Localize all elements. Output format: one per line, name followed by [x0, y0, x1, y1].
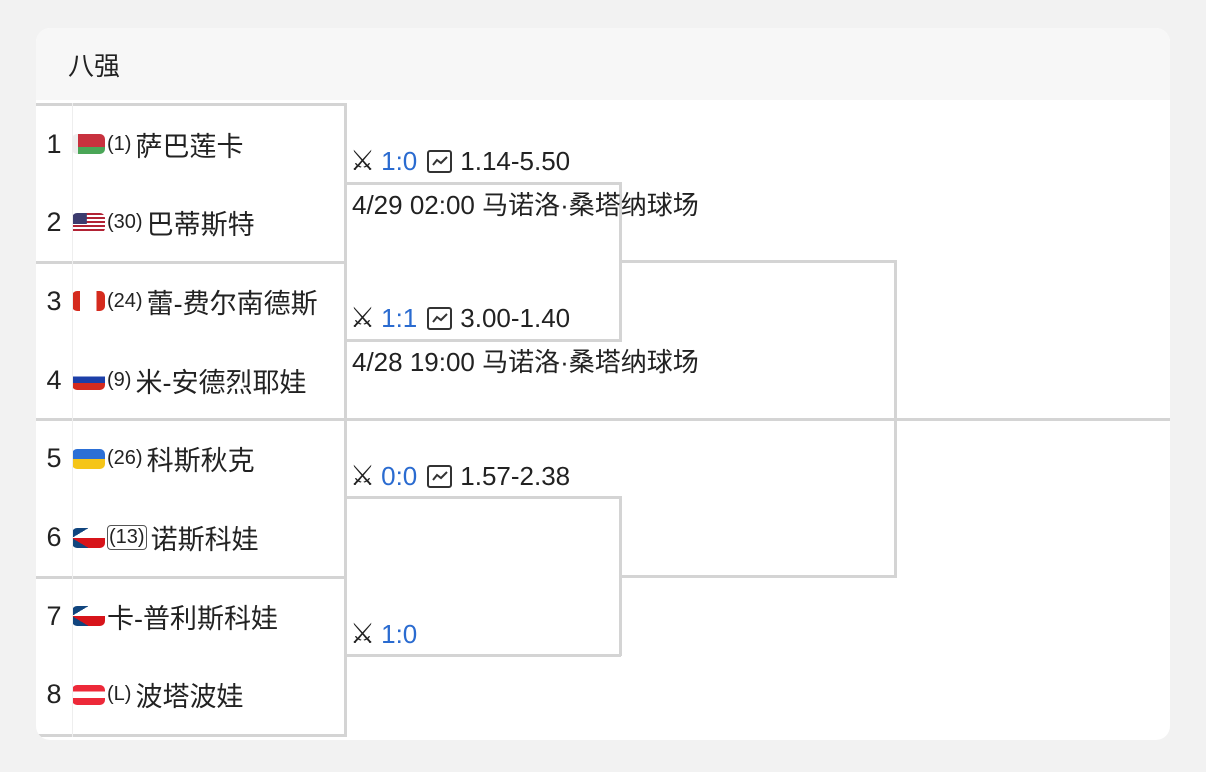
player-row[interactable]: 6 (13) 诺斯科娃 [36, 499, 346, 577]
match-odds: 1.14-5.50 [460, 145, 571, 176]
player-name: 巴蒂斯特 [146, 210, 255, 241]
player-name: 波塔波娃 [135, 682, 244, 713]
player-seed: (9) [107, 368, 132, 391]
flag-icon [72, 448, 105, 469]
flag-icon [72, 212, 105, 233]
crossed-swords-icon: ⚔ [350, 302, 376, 333]
h2h-record[interactable]: 0:0 [381, 460, 418, 491]
player-seed: (1) [107, 132, 132, 155]
match-stats[interactable]: ⚔ 1:0 [350, 618, 427, 650]
player-name: 诺斯科娃 [150, 525, 259, 555]
player-row[interactable]: 8 (L) 波塔波娃 [36, 656, 346, 734]
player-name: 萨巴莲卡 [135, 131, 244, 162]
crossed-swords-icon: ⚔ [350, 145, 376, 176]
h2h-record[interactable]: 1:0 [381, 145, 418, 176]
flag-icon [72, 370, 105, 391]
chart-icon[interactable] [427, 306, 453, 330]
player-number: 4 [46, 364, 62, 395]
player-seed: (L) [107, 683, 132, 706]
match-info: 4/28 19:00 马诺洛·桑塔纳球场 [352, 347, 699, 377]
player-name: 蕾-费尔南德斯 [146, 288, 318, 319]
h2h-record[interactable]: 1:1 [381, 302, 418, 333]
match-stats[interactable]: ⚔ 1:1 3.00-1.40 [350, 302, 570, 334]
player-row[interactable]: 7 卡-普利斯科娃 [36, 577, 346, 655]
player-seed: (13) [107, 525, 147, 550]
match-info: 4/29 02:00 马诺洛·桑塔纳球场 [352, 190, 699, 220]
crossed-swords-icon: ⚔ [350, 460, 376, 491]
chart-icon[interactable] [427, 149, 453, 173]
player-row[interactable]: 5 (26) 科斯秋克 [36, 420, 346, 498]
player-name: 卡-普利斯科娃 [107, 603, 278, 634]
flag-icon [72, 606, 105, 627]
match-stats[interactable]: ⚔ 0:0 1.57-2.38 [350, 460, 570, 492]
player-number: 2 [46, 207, 62, 238]
flag-icon [72, 291, 105, 312]
player-seed: (30) [107, 211, 143, 234]
player-name: 科斯秋克 [146, 446, 255, 477]
player-row[interactable]: 2 (30) 巴蒂斯特 [36, 184, 346, 262]
player-row[interactable]: 4 (9) 米-安德烈耶娃 [36, 341, 346, 419]
player-seed: (24) [107, 289, 143, 312]
match-odds: 3.00-1.40 [460, 302, 571, 333]
player-number: 3 [46, 285, 62, 316]
player-number: 1 [46, 128, 62, 159]
player-row[interactable]: 1 (1) 萨巴莲卡 [36, 105, 346, 183]
flag-icon [72, 684, 105, 705]
crossed-swords-icon: ⚔ [350, 618, 376, 649]
player-row[interactable]: 3 (24) 蕾-费尔南德斯 [36, 262, 346, 340]
player-name: 米-安德烈耶娃 [135, 367, 307, 398]
round-header: 八强 [36, 28, 1170, 100]
flag-icon [72, 527, 105, 548]
chart-icon[interactable] [427, 464, 453, 488]
flag-icon [72, 134, 105, 154]
round-title: 八强 [68, 51, 121, 81]
match-stats[interactable]: ⚔ 1:0 1.14-5.50 [350, 145, 570, 177]
player-number: 5 [46, 443, 62, 474]
player-number: 8 [46, 679, 62, 710]
h2h-record[interactable]: 1:0 [381, 618, 418, 649]
player-number: 6 [46, 522, 62, 552]
player-number: 7 [46, 600, 62, 631]
player-seed: (26) [107, 447, 143, 470]
match-odds: 1.57-2.38 [460, 460, 571, 491]
